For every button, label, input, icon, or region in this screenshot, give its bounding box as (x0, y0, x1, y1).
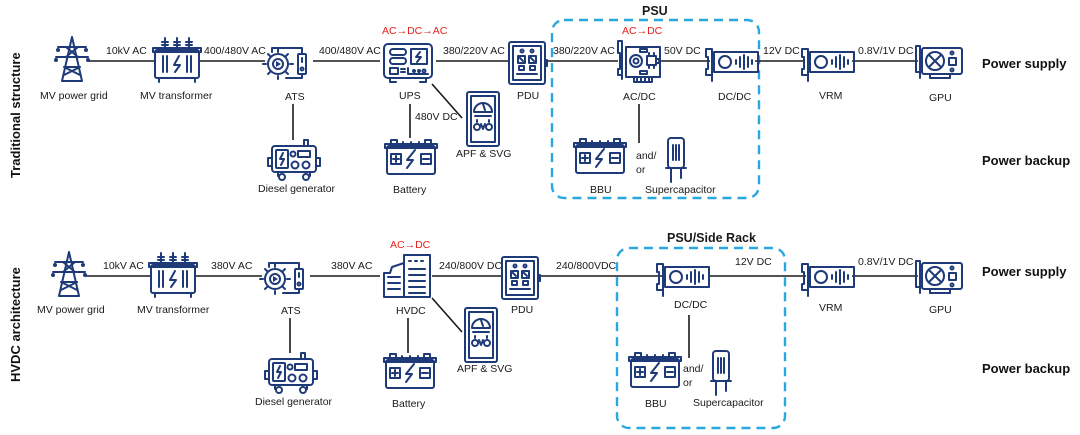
dcdc-converter-icon (705, 48, 759, 82)
diesel-generator-icon (264, 352, 318, 394)
node-label: AC/DC (623, 91, 656, 103)
and-or-label: or (683, 377, 693, 389)
link-label: 12V DC (735, 256, 772, 268)
node-label: MV power grid (40, 90, 108, 102)
wire-ups-apf (431, 83, 463, 119)
node-label: Supercapacitor (693, 397, 764, 409)
apf-svg-icon (466, 91, 500, 147)
node-label: ATS (281, 305, 301, 317)
node-label: GPU (929, 304, 952, 316)
node-label: Diesel generator (255, 396, 333, 408)
hvdc-architecture: PSU/Side Rack 10kV AC 380V AC 380V AC 24… (37, 231, 963, 430)
node-label: Supercapacitor (645, 184, 716, 196)
hvdc-power-backup-label: Power backup (982, 361, 1070, 376)
vrm-icon (801, 263, 855, 297)
traditional-power-backup-label: Power backup (982, 153, 1070, 168)
node-label: PDU (517, 90, 539, 102)
pdu-icon (508, 41, 548, 85)
transformer-icon (152, 37, 202, 83)
node-label: BBU (645, 398, 667, 410)
node-label: Diesel generator (258, 183, 336, 195)
node-label: VRM (819, 302, 842, 314)
ats-icon (262, 47, 307, 80)
gpu-icon (915, 45, 963, 79)
link-label: 10kV AC (106, 45, 147, 57)
diesel-generator-icon (267, 139, 321, 181)
node-label: APF & SVG (457, 363, 512, 375)
hvdc-section-title: HVDC architecture (8, 267, 23, 382)
node-label: Battery (392, 398, 426, 410)
hvdc-conversion-label: AC→DC (390, 239, 431, 251)
pdu-icon (501, 256, 541, 300)
and-or-label: and/ (636, 150, 657, 162)
acdc-conversion-label: AC→DC (622, 25, 663, 37)
link-label: 0.8V/1V DC (858, 256, 914, 268)
link-label: 400/480V AC (204, 45, 266, 57)
link-label: 400/480V AC (319, 45, 381, 57)
node-label: APF & SVG (456, 148, 511, 160)
power-grid-icon (53, 36, 91, 82)
link-label: 10kV AC (103, 260, 144, 272)
node-label: DC/DC (674, 299, 708, 311)
supercapacitor-icon (665, 137, 687, 183)
node-label: ATS (285, 91, 305, 103)
vrm-icon (801, 48, 855, 82)
link-label: 380/220V AC (553, 45, 615, 57)
node-label: BBU (590, 184, 612, 196)
gpu-icon (915, 260, 963, 294)
battery-icon (383, 353, 437, 389)
power-grid-icon (50, 251, 88, 297)
acdc-converter-icon (617, 40, 661, 83)
link-label: 380V AC (211, 260, 253, 272)
traditional-power-supply-label: Power supply (982, 56, 1067, 71)
node-label: HVDC (396, 305, 426, 317)
node-label: VRM (819, 90, 842, 102)
bbu-icon (628, 352, 682, 388)
supercapacitor-icon (710, 350, 732, 396)
link-label: 12V DC (763, 45, 800, 57)
link-label: 0.8V/1V DC (858, 45, 914, 57)
traditional-psu-title: PSU (642, 4, 668, 18)
and-or-label: or (636, 164, 646, 176)
link-label: 480V DC (415, 111, 458, 123)
hvdc-cabinet-icon (383, 254, 431, 298)
node-label: Battery (393, 184, 427, 196)
wire-hvdc-apf (431, 297, 463, 333)
traditional-section-title: Traditional structure (8, 52, 23, 178)
traditional-psu-boundary (550, 18, 761, 200)
node-label: MV transformer (140, 90, 213, 102)
ups-conversion-label: AC→DC→AC (382, 25, 448, 37)
node-label: GPU (929, 92, 952, 104)
and-or-label: and/ (683, 363, 704, 375)
ats-icon (259, 262, 304, 295)
node-label: MV transformer (137, 304, 210, 316)
dcdc-converter-icon (656, 263, 710, 297)
bbu-icon (573, 138, 627, 174)
apf-svg-icon (464, 307, 498, 363)
ups-icon (383, 43, 433, 83)
link-label: 380V AC (331, 260, 373, 272)
node-label: DC/DC (718, 91, 752, 103)
node-label: PDU (511, 304, 533, 316)
hvdc-power-supply-label: Power supply (982, 264, 1067, 279)
hvdc-psu-title: PSU/Side Rack (667, 231, 756, 245)
battery-icon (384, 139, 438, 175)
link-label: 240/800VDC (556, 260, 617, 272)
link-label: 380/220V AC (443, 45, 505, 57)
link-label: 240/800V DC (439, 260, 502, 272)
node-label: MV power grid (37, 304, 105, 316)
hvdc-psu-side-rack-boundary (615, 246, 787, 430)
traditional-structure: PSU 10kV AC 400/480V AC 400/480V AC 380/… (40, 4, 963, 200)
link-label: 50V DC (664, 45, 701, 57)
transformer-icon (148, 252, 198, 298)
node-label: UPS (399, 90, 421, 102)
